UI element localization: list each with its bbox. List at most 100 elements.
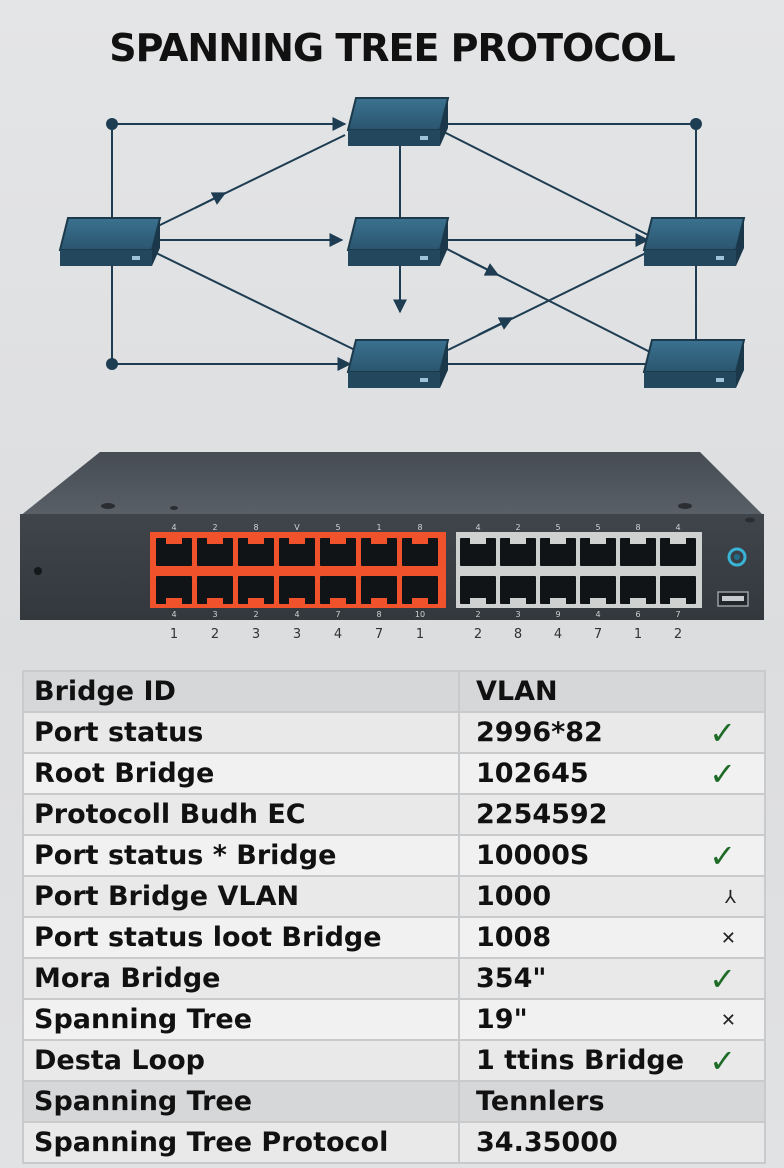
port-number-top: 5: [595, 523, 600, 532]
ethernet-port-active: [156, 576, 192, 604]
port-number-label: 7: [594, 627, 602, 642]
row-value: VLAN: [476, 676, 558, 707]
ethernet-port-active: [320, 538, 356, 566]
ethernet-port-inactive: [620, 538, 656, 566]
table-row: Port Bridge VLAN 1000 ⅄: [22, 875, 766, 918]
ethernet-port-active: [402, 538, 438, 566]
port-number-inner: 2: [253, 610, 258, 619]
port-number-label: 1: [416, 627, 424, 642]
row-value-cell: 2254592: [458, 793, 766, 836]
ethernet-port-inactive: [460, 538, 496, 566]
table-row: Root Bridge 102645 ✓: [22, 752, 766, 795]
ethernet-port-active: [320, 576, 356, 604]
port-area: [150, 532, 702, 608]
port-number-top: 1: [376, 523, 381, 532]
port-number-top: 2: [212, 523, 217, 532]
port-number-inner: 10: [415, 610, 425, 619]
port-number-label: 2: [474, 627, 482, 642]
status-mark-icon: ✕: [720, 928, 736, 949]
ethernet-port-active: [279, 576, 315, 604]
link-arrow-left-top: [194, 192, 227, 209]
port-number-top: 8: [417, 523, 422, 532]
row-label: Protocoll Budh EC: [22, 793, 460, 836]
port-number-top: 8: [253, 523, 258, 532]
port-number-label: 3: [252, 627, 260, 642]
table-row: Port status 2996*82 ✓: [22, 711, 766, 754]
network-topology-diagram: [58, 97, 746, 388]
port-number-inner: 7: [335, 610, 340, 619]
switch-node-center: [346, 217, 450, 266]
port-number-inner: 3: [515, 610, 520, 619]
port-number-inner: 4: [294, 610, 299, 619]
port-number-top: V: [294, 523, 300, 532]
row-value-cell: 19"✕: [458, 998, 766, 1041]
checkmark-icon: ✓: [709, 755, 736, 793]
port-number-inner: 9: [555, 610, 560, 619]
port-number-label: 1: [634, 627, 642, 642]
link-arrow-center-bottomright: [459, 255, 500, 276]
ethernet-port-active: [361, 576, 397, 604]
diagram-title: SPANNING TREE PROTOCOL: [109, 26, 675, 70]
row-value-cell: 354"✓: [458, 957, 766, 1000]
row-value: 102645: [476, 758, 589, 789]
row-label: Root Bridge: [22, 752, 460, 795]
link-left-to-bottom: [149, 249, 356, 351]
link-left-to-top: [157, 134, 346, 227]
ethernet-port-inactive: [620, 576, 656, 604]
row-label: Port status * Bridge: [22, 834, 460, 877]
switch-node-right: [642, 217, 746, 266]
junction-bottom-left: [106, 358, 118, 370]
ethernet-port-inactive: [540, 538, 576, 566]
row-value: 19": [476, 1004, 528, 1035]
port-number-top: 4: [675, 523, 680, 532]
ethernet-port-active: [279, 538, 315, 566]
port-number-inner: 4: [171, 610, 176, 619]
status-indicator-light: [727, 547, 747, 567]
port-number-top: 4: [171, 523, 176, 532]
row-label: Port status: [22, 711, 460, 754]
ethernet-port-active: [238, 538, 274, 566]
row-value-cell: Tennlers: [458, 1080, 766, 1123]
status-mark-icon: ⅄: [725, 887, 736, 908]
row-value-cell: 2996*82 ✓: [458, 711, 766, 754]
ethernet-port-active: [238, 576, 274, 604]
port-number-inner: 2: [475, 610, 480, 619]
switch-node-left: [58, 217, 162, 266]
port-number-label: 3: [293, 627, 301, 642]
checkmark-icon: ✓: [709, 714, 736, 752]
row-label: Port status loot Bridge: [22, 916, 460, 959]
row-label: Mora Bridge: [22, 957, 460, 1000]
port-number-top: 8: [635, 523, 640, 532]
switch-node-bottom-right: [642, 339, 746, 388]
row-value: 1 ttins Bridge: [476, 1045, 685, 1076]
row-value-cell: 1000 ⅄: [458, 875, 766, 918]
port-number-inner: 6: [635, 610, 640, 619]
port-number-inner: 8: [376, 610, 381, 619]
row-value: Tennlers: [476, 1086, 605, 1117]
row-value-cell: 10000S✓: [458, 834, 766, 877]
checkmark-icon: ✓: [709, 837, 736, 875]
port-number-label: 4: [554, 627, 562, 642]
port-number-inner: 7: [675, 610, 680, 619]
link-arrow-bottom-right: [477, 317, 514, 336]
port-number-inner: 3: [212, 610, 217, 619]
port-number-top: 5: [555, 523, 560, 532]
port-number-label: 1: [170, 627, 178, 642]
row-value: 34.35000: [476, 1127, 618, 1158]
row-label: Port Bridge VLAN: [22, 875, 460, 918]
row-value: 2996*82: [476, 717, 603, 748]
row-value: 1000: [476, 881, 552, 912]
switch-node-top: [346, 97, 450, 146]
row-label: Spanning Tree Protocol: [22, 1121, 460, 1164]
row-label: Spanning Tree: [22, 998, 460, 1041]
junction-top-right: [690, 118, 702, 130]
checkmark-icon: ✓: [709, 1042, 736, 1080]
